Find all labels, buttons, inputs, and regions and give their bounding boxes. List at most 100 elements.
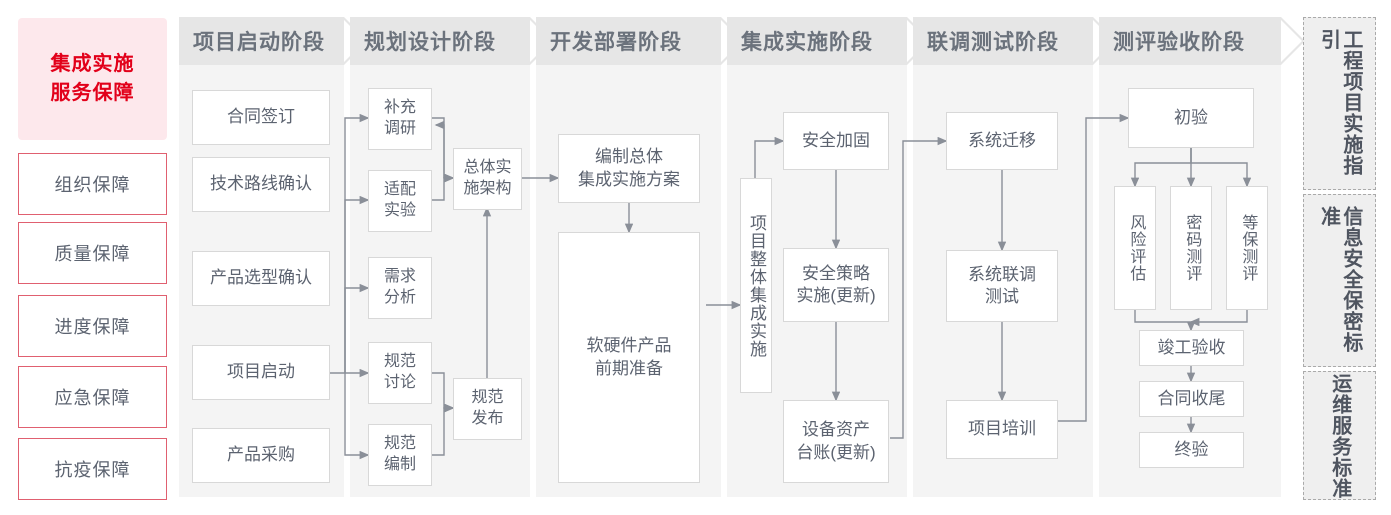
stage-header-label: 项目启动阶段 [193, 31, 325, 54]
service-guarantee-title: 集成实施 服务保障 [18, 18, 167, 140]
stage-header-label: 规划设计阶段 [364, 31, 496, 54]
node-supplementary-research[interactable]: 补充 调研 [368, 88, 432, 150]
node-label: 设备资产 [802, 420, 870, 440]
node-spec-drafting[interactable]: 规范 编制 [368, 424, 432, 486]
node-label-line2: 发布 [471, 410, 504, 427]
node-spec-discussion[interactable]: 规范 讨论 [368, 342, 432, 404]
stage-header-planning[interactable]: 规划设计阶段 [350, 17, 554, 65]
node-label: 系统联调 [968, 264, 1036, 284]
node-label: 合同收尾 [1157, 388, 1226, 408]
node-label: 终验 [1174, 439, 1209, 459]
standard-panel-label: 工程项目实施指引 [1317, 28, 1362, 176]
node-label: 初验 [1174, 107, 1208, 127]
node-label: 规范 [471, 389, 504, 407]
node-label-line2: 前期准备 [595, 358, 663, 378]
node-label-line2: 实施(更新) [796, 286, 876, 305]
node-spec-release[interactable]: 规范 发布 [453, 378, 522, 440]
guarantee-item-label: 质量保障 [54, 244, 131, 264]
node-product-selection-confirm[interactable]: 产品选型确认 [192, 251, 330, 306]
node-label: 项目启动 [227, 362, 295, 382]
stage-header-label: 联调测试阶段 [927, 31, 1059, 54]
guarantee-item-quality[interactable]: 质量保障 [18, 222, 167, 284]
standard-panel-engineering-guideline[interactable]: 工程项目实施指引 [1303, 17, 1376, 190]
standard-panel-infosec-confidentiality[interactable]: 信息安全保密标准 [1303, 194, 1376, 367]
node-label: 竣工验收 [1157, 337, 1226, 357]
node-label: 规范 [383, 353, 416, 371]
node-label: 项目整体集成实施 [747, 213, 767, 358]
node-label: 软硬件产品 [586, 336, 672, 356]
node-label-line2: 施架构 [463, 180, 512, 197]
node-overall-integration-plan[interactable]: 编制总体 集成实施方案 [558, 134, 700, 203]
node-label: 产品选型确认 [210, 268, 312, 288]
node-adaptation-experiment[interactable]: 适配 实验 [368, 170, 432, 232]
node-overall-project-integration[interactable]: 项目整体集成实施 [740, 178, 772, 393]
node-label-line2: 台账(更新) [796, 442, 876, 462]
stage-header-label: 开发部署阶段 [550, 31, 682, 54]
node-label: 产品采购 [227, 445, 295, 465]
standard-panel-label: 信息安全保密标准 [1317, 205, 1362, 353]
node-label: 风险评估 [1127, 214, 1145, 282]
node-label: 合同签订 [227, 107, 295, 127]
guarantee-item-label: 应急保障 [54, 388, 131, 408]
stage-header-jointtest[interactable]: 联调测试阶段 [913, 17, 1117, 65]
guarantee-item-organization[interactable]: 组织保障 [18, 153, 167, 215]
node-label: 适配 [383, 181, 416, 199]
stage-header-develop[interactable]: 开发部署阶段 [536, 17, 745, 65]
node-label: 安全策略 [802, 263, 870, 283]
service-guarantee-title-line2: 服务保障 [50, 82, 135, 104]
node-project-training[interactable]: 项目培训 [946, 400, 1058, 459]
guarantee-item-emergency[interactable]: 应急保障 [18, 366, 167, 428]
stage-header-startup[interactable]: 项目启动阶段 [179, 17, 368, 65]
node-requirement-analysis[interactable]: 需求 分析 [368, 257, 432, 319]
node-label: 需求 [383, 268, 416, 286]
node-classified-protection-evaluation[interactable]: 等保测评 [1226, 186, 1268, 310]
guarantee-item-label: 组织保障 [54, 175, 131, 195]
node-label: 补充 [383, 99, 416, 117]
node-security-policy-implementation[interactable]: 安全策略 实施(更新) [783, 248, 889, 322]
node-label: 总体实 [463, 159, 512, 177]
node-label-line2: 实验 [383, 202, 416, 219]
chevron-right-icon [1281, 17, 1305, 65]
node-contract-signing[interactable]: 合同签订 [192, 90, 330, 145]
node-equipment-asset-ledger[interactable]: 设备资产 台账(更新) [783, 400, 889, 483]
node-overall-implementation-architecture[interactable]: 总体实 施架构 [453, 148, 522, 210]
node-label: 安全加固 [802, 130, 870, 150]
guarantee-item-epidemic[interactable]: 抗疫保障 [18, 438, 167, 500]
node-final-acceptance[interactable]: 终验 [1139, 432, 1244, 468]
guarantee-item-label: 进度保障 [54, 317, 131, 337]
node-project-kickoff[interactable]: 项目启动 [192, 345, 330, 400]
node-label: 密码测评 [1183, 214, 1201, 282]
standard-panel-label: 运维服务标准 [1328, 372, 1351, 499]
stage-header-integration[interactable]: 集成实施阶段 [727, 17, 931, 65]
node-hardware-software-preparation[interactable]: 软硬件产品 前期准备 [558, 232, 700, 483]
node-risk-assessment[interactable]: 风险评估 [1114, 186, 1156, 310]
node-product-procurement[interactable]: 产品采购 [192, 428, 330, 483]
node-system-migration[interactable]: 系统迁移 [946, 112, 1058, 170]
node-label: 项目培训 [968, 419, 1036, 439]
stage-header-label: 测评验收阶段 [1113, 31, 1245, 54]
node-label-line2: 讨论 [383, 374, 416, 391]
node-label-line2: 测试 [985, 287, 1019, 306]
standard-panel-om-service[interactable]: 运维服务标准 [1303, 371, 1376, 500]
service-guarantee-title-line1: 集成实施 [50, 53, 135, 75]
stage-header-label: 集成实施阶段 [741, 31, 873, 54]
node-label: 规范 [383, 435, 416, 453]
node-label: 技术路线确认 [210, 174, 312, 194]
node-label: 系统迁移 [968, 130, 1036, 150]
node-completion-acceptance[interactable]: 竣工验收 [1139, 330, 1244, 366]
node-contract-closeout[interactable]: 合同收尾 [1139, 381, 1244, 417]
node-label: 等保测评 [1239, 214, 1257, 282]
node-label: 编制总体 [595, 147, 663, 167]
node-system-joint-debug-test[interactable]: 系统联调 测试 [946, 250, 1058, 322]
node-security-hardening[interactable]: 安全加固 [783, 112, 889, 170]
node-cryptography-evaluation[interactable]: 密码测评 [1170, 186, 1212, 310]
node-label-line2: 调研 [383, 120, 416, 137]
stage-header-acceptance[interactable]: 测评验收阶段 [1099, 17, 1305, 65]
node-tech-route-confirm[interactable]: 技术路线确认 [192, 157, 330, 212]
guarantee-item-schedule[interactable]: 进度保障 [18, 295, 167, 357]
guarantee-item-label: 抗疫保障 [54, 460, 131, 480]
node-preliminary-acceptance[interactable]: 初验 [1128, 88, 1254, 148]
node-label-line2: 分析 [383, 289, 416, 306]
node-label-line2: 集成实施方案 [578, 169, 680, 189]
node-label-line2: 编制 [383, 456, 416, 473]
